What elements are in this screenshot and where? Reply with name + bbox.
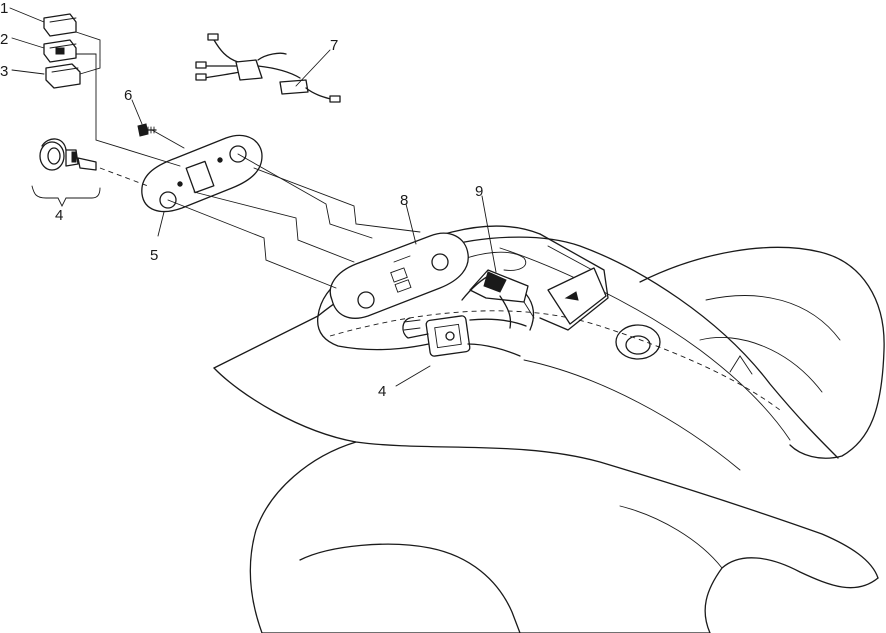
wire-harness-item7 — [195, 33, 341, 103]
callout-9: 9 — [475, 183, 483, 200]
callout-4-left: 4 — [55, 207, 63, 224]
small-parts-1-3 — [43, 13, 81, 89]
screw-item6 — [137, 123, 157, 137]
callouts: 1 2 3 4 5 6 7 8 9 4 — [0, 0, 483, 400]
callout-7: 7 — [330, 37, 338, 54]
callout-6: 6 — [124, 87, 132, 104]
callout-8: 8 — [400, 192, 408, 209]
callout-5: 5 — [150, 247, 158, 264]
bezel-plate-item5 — [141, 134, 263, 213]
connector-item9 — [461, 269, 535, 331]
front-fender — [213, 225, 885, 633]
key-switch-item4 — [31, 138, 101, 208]
callout-3: 3 — [0, 63, 8, 80]
callout-4-lower: 4 — [378, 383, 386, 400]
assembly-lines — [75, 31, 535, 319]
callout-2: 2 — [0, 31, 8, 48]
callout-leaders — [9, 7, 497, 387]
callout-1: 1 — [0, 0, 8, 17]
mounted-plate — [329, 232, 469, 319]
switch-assembly — [402, 315, 527, 357]
